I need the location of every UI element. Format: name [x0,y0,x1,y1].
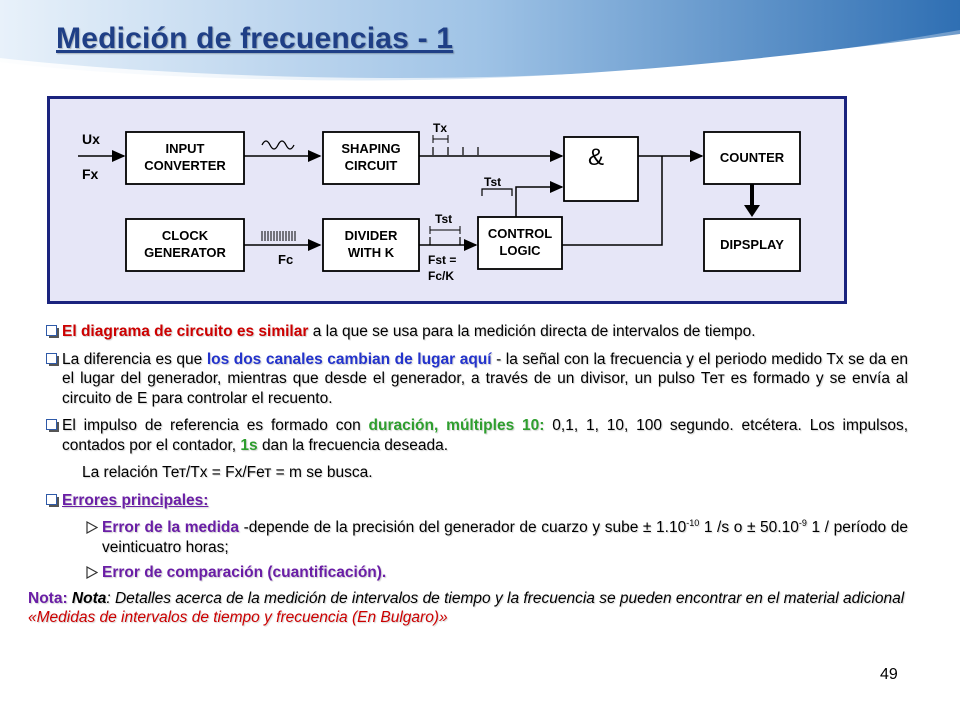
note-body: : Detalles acerca de la medición de inte… [106,589,905,607]
tst-gate-pulse-icon [481,188,513,196]
and-gate-block [563,136,639,202]
checkbox-bullet-icon [46,352,59,366]
input-converter-line1: INPUT [166,141,205,156]
pulse-train-icon [432,147,479,155]
clock-generator-line1: CLOCK [162,228,209,243]
display-label: DIPSPLAY [720,237,784,252]
input-converter-block [125,131,245,185]
shaping-circuit-line1: SHAPING [341,141,400,156]
control-logic-line1: CONTROL [488,226,552,241]
sub-bullet-measurement-error: Error de la medida -depende de la precis… [28,518,908,557]
checkbox-bullet-icon [46,325,59,338]
note-reference: «Medidas de intervalos de tiempo y frecu… [28,609,448,626]
input-ux-label: Ux [82,131,100,147]
bullet-paragraph-3: El impulso de referencia es formado con … [28,416,908,455]
slide-content: El diagrama de circuito es similar a la … [28,322,908,628]
counter-to-display-arrowhead [744,205,760,217]
measurement-error-text-2: 1 /s o ± 50.10 [699,519,799,536]
exponent-2: -9 [798,517,807,528]
measurement-error-text-1: -depende de la precisión del generador d… [239,519,687,536]
arrow-bullet-icon [86,566,98,579]
p1-highlight: El diagrama de circuito es similar [62,323,309,340]
counter-block [703,131,801,185]
control-to-and-arrow [515,181,564,217]
comparison-error-label: Error de comparación (cuantificación). [102,564,387,581]
block-diagram: Ux Fx INPUT CONVERTER SHAPING CIRCUIT Tx… [47,96,847,304]
page-number: 49 [880,666,898,683]
relation-line: La relación Тет/Tx = Fx/Fет = m se busca… [82,464,373,481]
signal-fst-line1: Fst = [428,253,456,267]
measurement-error-text-3: 1 / período de veinticuatro horas; [102,519,909,556]
tst-mid-period-marker [429,226,461,234]
bullet-paragraph-2: La diferencia es que los dos canales cam… [28,350,908,409]
clock-generator-line2: GENERATOR [144,245,226,260]
p1-rest: a la que se usa para la medición directa… [308,323,756,340]
p3-end: dan la frecuencia deseada. [261,436,449,454]
control-logic-line2: LOGIC [499,243,541,258]
checkbox-bullet-icon [46,493,59,507]
input-fx-label: Fx [82,166,99,182]
signal-fc-label: Fc [278,252,293,267]
p3-middle: 0,1, 1, 10, 100 segundo. etcétera. Los i… [62,417,909,454]
control-logic-block [477,216,563,270]
divider-line1: DIVIDER [345,228,398,243]
and-gate-symbol: & [588,144,604,171]
signal-tst-mid-label: Tst [435,212,452,226]
counter-label: COUNTER [720,150,785,165]
divider-line2: WITH K [348,245,395,260]
sine-wave-icon [261,140,295,150]
page-title: Medición de frecuencias - 1 [56,22,454,55]
signal-tx-label: Tx [433,121,447,135]
p3-highlight-duration: duración, múltiples 10: [368,417,545,434]
measurement-error-label: Error de la medida [102,519,239,536]
clock-generator-block [125,218,245,272]
input-converter-line2: CONVERTER [144,158,226,173]
p2-start: La diferencia es que [62,350,207,368]
divider-block [322,218,420,272]
clock-pulses-icon [261,231,296,241]
note-label: Nota: [28,589,72,607]
header-swoosh [0,0,960,86]
p2-highlight: los dos canales cambian de lugar aquí [206,350,492,368]
exponent-1: -10 [686,517,700,528]
p3-highlight-1s: 1s [240,436,262,454]
tst-pulses-icon [429,237,461,245]
note-label-italic: Nota [71,589,107,607]
p3-start: El impulso de referencia es formado con [62,417,369,434]
bullet-paragraph-1: El diagrama de circuito es similar a la … [28,322,908,342]
shaping-circuit-line2: CIRCUIT [345,158,398,173]
note-paragraph: Nota: Nota: Detalles acerca de la medici… [28,589,908,628]
tx-period-marker [432,135,449,143]
slide-header: Medición de frecuencias - 1 [0,0,960,90]
p2-rest: - la señal con la frecuencia y el period… [62,350,908,407]
block-diagram-svg: Ux Fx INPUT CONVERTER SHAPING CIRCUIT Tx… [78,121,801,283]
control-to-counter-line [562,156,663,246]
shaping-circuit-block [322,131,420,185]
signal-fst-line2: Fc/K [428,269,454,283]
sub-bullet-comparison-error: Error de comparación (cuantificación). [28,563,908,583]
checkbox-bullet-icon [46,419,59,432]
errors-heading: Errores principales: [62,491,209,509]
display-block [703,218,801,272]
arrow-bullet-icon [86,521,98,534]
signal-tst-top-label: Tst [484,175,501,189]
bullet-paragraph-errors: Errores principales: [28,491,908,511]
